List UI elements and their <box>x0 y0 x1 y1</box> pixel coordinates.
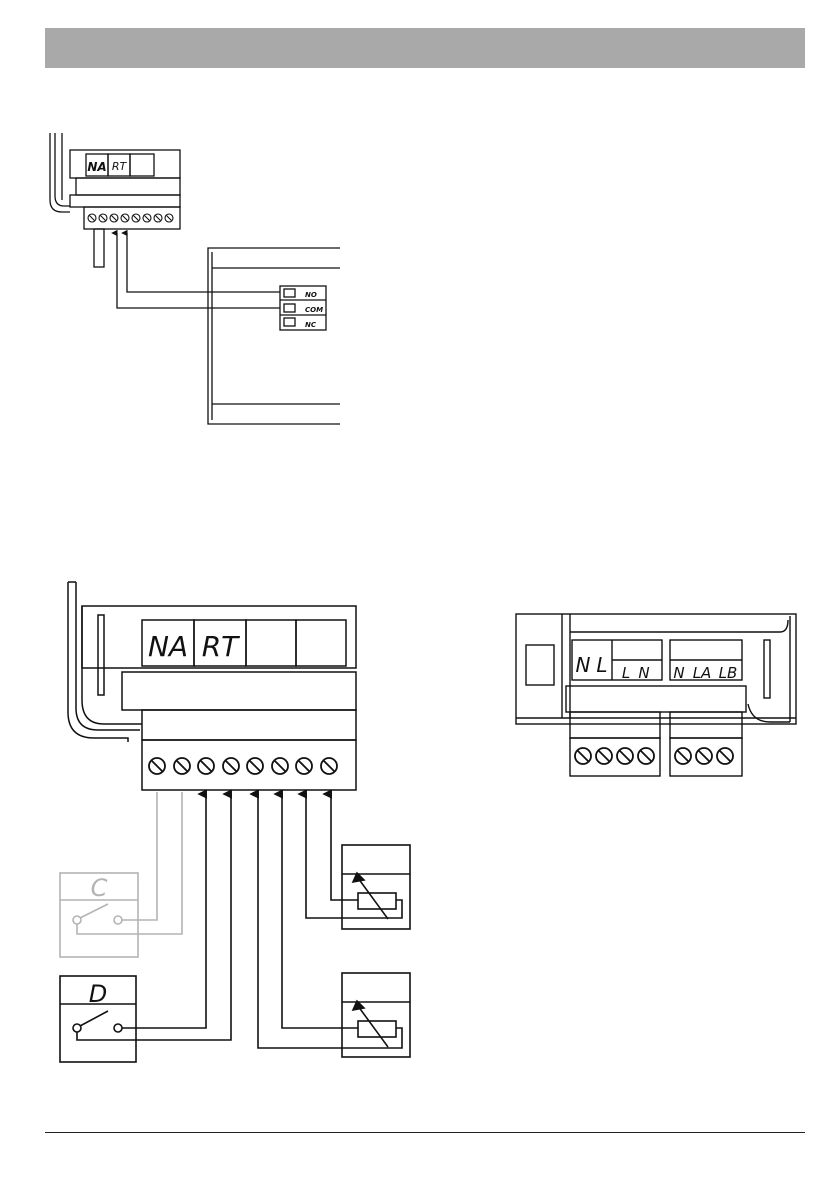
large-cell-3 <box>246 620 296 666</box>
power-terminal-screws <box>575 748 733 764</box>
relay-label-nc: NC <box>305 321 317 329</box>
power-label-n3: N <box>673 664 684 682</box>
power-label-n2: N <box>638 664 649 682</box>
large-cell-4 <box>296 620 346 666</box>
power-label-l2: L <box>622 664 630 682</box>
small-controller <box>50 133 180 267</box>
relay-label-com: COM <box>305 306 323 314</box>
large-terminal-screws <box>149 758 337 774</box>
large-label-na: NA <box>148 630 188 663</box>
power-label-la: LA <box>693 664 712 682</box>
large-controller <box>68 582 356 790</box>
small-label-na: NA <box>87 160 106 174</box>
power-label-l1: L <box>596 653 607 677</box>
relay-module <box>208 248 340 424</box>
footer-rule <box>45 1132 805 1133</box>
small-cell-3 <box>130 154 154 176</box>
probe-2 <box>258 794 410 1057</box>
small-wires <box>117 233 280 308</box>
switch-c-label: C <box>91 874 108 902</box>
large-label-rt: RT <box>202 630 240 663</box>
probe-1 <box>306 794 410 929</box>
switch-d <box>60 794 231 1062</box>
switch-d-label: D <box>89 980 107 1008</box>
power-label-lb: LB <box>719 664 738 682</box>
power-label-n1: N <box>576 653 591 677</box>
power-controller <box>516 614 796 776</box>
switch-c <box>60 792 182 957</box>
small-label-rt: RT <box>112 160 128 173</box>
small-terminal-screws <box>88 214 173 222</box>
relay-label-no: NO <box>305 291 317 299</box>
